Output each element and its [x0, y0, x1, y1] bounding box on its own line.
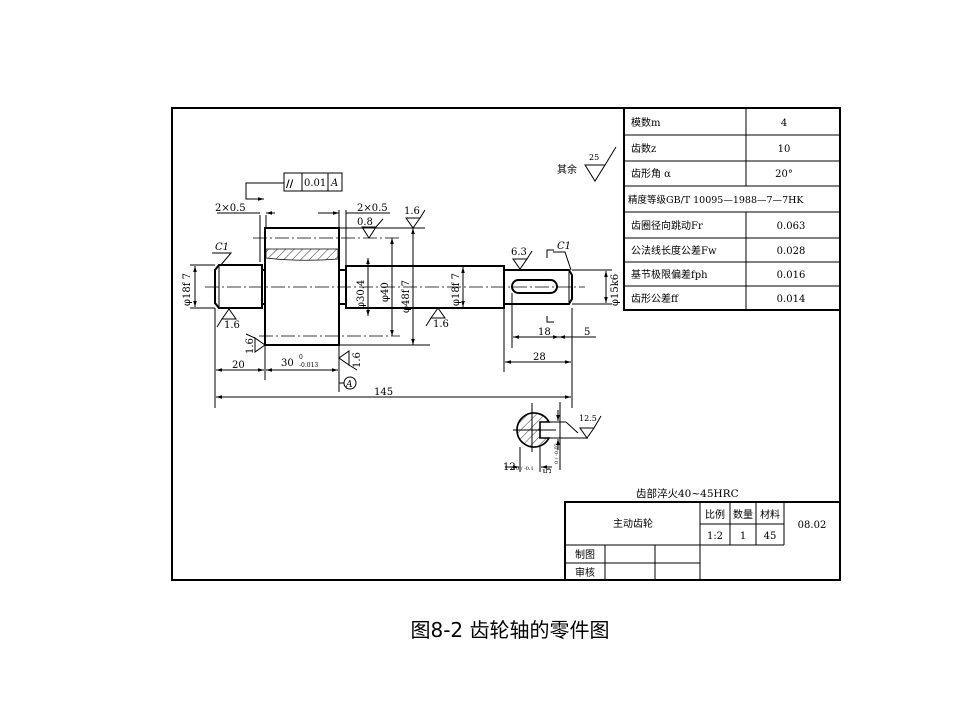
datum-a-marker: A — [338, 376, 357, 390]
svg-text:25: 25 — [589, 153, 599, 162]
roughness-symbol — [405, 209, 426, 229]
dim-12: 12 — [503, 462, 516, 473]
heat-treatment-note: 齿部淬火40~45HRC — [636, 487, 739, 500]
param-value: 10 — [778, 144, 791, 155]
material-value: 45 — [764, 531, 777, 542]
roughness-1.6-d: 1.6 — [352, 352, 363, 368]
dim-5: 5 — [584, 327, 590, 338]
roughness-1.6-a: 1.6 — [224, 320, 240, 331]
roughness-6.3: 6.3 — [511, 247, 527, 258]
dim-5-tol: 0 / -0.03 — [554, 443, 560, 464]
param-label: 基节极限偏差fph — [631, 268, 708, 281]
param-label: 公法线长度公差Fw — [631, 244, 717, 257]
checked-by-label: 审核 — [575, 566, 595, 579]
chamfer-left-label: 2×0.5 — [215, 203, 246, 214]
svg-text://: // — [286, 179, 294, 190]
dim-30: 30 — [281, 358, 294, 369]
param-label: 齿形公差ff — [631, 292, 679, 305]
roughness-symbol — [512, 250, 533, 270]
dimension-lines — [190, 210, 612, 408]
param-value: 20° — [775, 169, 793, 180]
svg-text:其余: 其余 — [557, 163, 577, 176]
param-value: 0.016 — [777, 270, 806, 281]
param-label: 齿数z — [631, 142, 656, 155]
param-value: 0.063 — [777, 221, 806, 232]
svg-text:0.01: 0.01 — [304, 178, 326, 189]
chamfer-c1-right: C1 — [557, 241, 571, 252]
chamfer-leader — [553, 251, 572, 271]
keyway — [511, 279, 558, 294]
drawing-number: 08.02 — [798, 520, 827, 531]
drawn-by-label: 制图 — [575, 548, 595, 561]
dia-30.4-label: φ30.4 — [356, 280, 367, 309]
param-value: 4 — [781, 118, 787, 129]
roughness-1.6-b: 1.6 — [433, 319, 449, 330]
parameter-table: 模数m 4 齿数z 10 齿形角 α 20° 精度等级GB/T 10095—19… — [623, 107, 841, 311]
param-label: 齿形角 α — [631, 168, 671, 180]
chamfer-right-label: 2×0.5 — [357, 203, 388, 214]
roughness-symbol — [338, 350, 358, 371]
param-label: 模数m — [631, 116, 661, 129]
gear-shaft — [205, 227, 585, 346]
figure-caption: 图8-2 齿轮轴的零件图 — [410, 618, 610, 642]
quantity-label: 数量 — [733, 508, 753, 521]
chamfer-leader — [212, 252, 233, 267]
drawing-frame — [171, 107, 841, 581]
dia-48f7: φ48f 7 — [401, 280, 412, 313]
dim-28: 28 — [533, 352, 546, 363]
keyway-section-view — [505, 402, 602, 472]
roughness-symbol — [361, 218, 384, 239]
title-block: 主动齿轮 比例 数量 材料 1:2 1 45 08.02 制图 审核 — [564, 501, 841, 581]
quantity-value: 1 — [740, 531, 746, 542]
param-value: 0.028 — [777, 246, 806, 257]
dia-18f7-right: φ18f 7 — [451, 273, 462, 306]
other-roughness-note: 其余 25 — [557, 146, 617, 182]
roughness-0.8: 0.8 — [357, 217, 373, 228]
material-label: 材料 — [760, 508, 780, 521]
roughness-symbol — [216, 308, 237, 328]
scale-value: 1:2 — [707, 531, 723, 542]
roughness-12.5: 12.5 — [579, 414, 597, 423]
roughness-1.6-c: 1.6 — [245, 338, 256, 354]
dim-12-tol: 0 / -0.1 — [516, 466, 534, 472]
scale-label: 比例 — [705, 508, 725, 521]
dim-20: 20 — [232, 360, 245, 371]
dim-30-tol-upper: 0 — [299, 354, 303, 361]
part-name: 主动齿轮 — [613, 517, 653, 530]
dim-30-tol-lower: -0.013 — [299, 362, 318, 369]
dia-18f7-left: φ18f 7 — [182, 273, 193, 306]
dim-145: 145 — [374, 387, 393, 398]
svg-text:A: A — [345, 380, 353, 390]
dia-40: φ40 — [380, 282, 391, 302]
dim-5-key: 5 — [543, 468, 554, 474]
dim-18: 18 — [538, 327, 551, 338]
roughness-symbol — [245, 333, 266, 353]
roughness-1.6-top: 1.6 — [404, 206, 420, 217]
parallelism-tolerance-frame: // 0.01 A — [245, 172, 343, 201]
param-label: 精度等级GB/T 10095—1988—7—7HK — [628, 194, 804, 206]
chamfer-c1-left: C1 — [215, 242, 229, 253]
param-value: 0.014 — [777, 294, 806, 305]
dia-15k6: φ15k6 — [610, 274, 621, 306]
param-label: 齿圈径向跳动Fr — [631, 219, 703, 232]
svg-text:A: A — [330, 178, 338, 189]
roughness-symbol — [425, 307, 446, 327]
